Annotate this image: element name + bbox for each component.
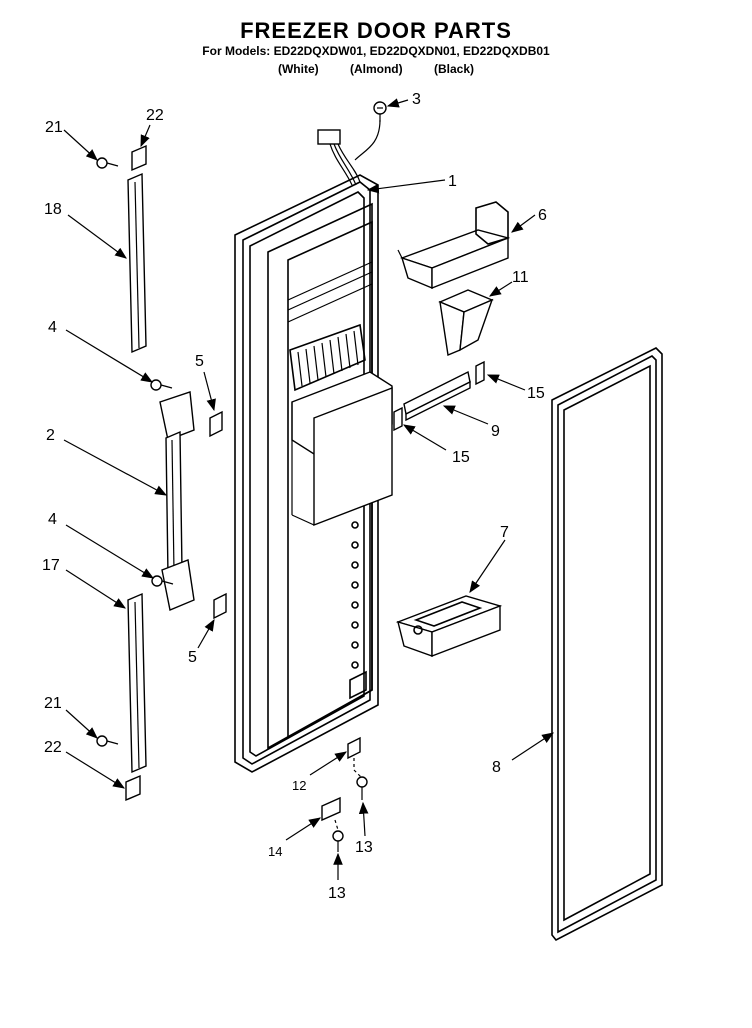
screw-part-21b: [96, 735, 119, 747]
callout-4b: 4: [48, 511, 57, 528]
dispenser-housing: [291, 371, 393, 527]
freezer-door-part: [234, 119, 393, 773]
callout-2: 2: [46, 427, 55, 444]
screw-part-3: [373, 101, 387, 122]
door-bin-part-6: [397, 201, 511, 290]
color-white: (White): [277, 62, 319, 76]
callout-17: 17: [42, 557, 60, 574]
clip-part-5b: [213, 592, 227, 620]
screw-part-13a: [356, 776, 368, 800]
model-list: For Models: ED22DQXDW01, ED22DQXDN01, ED…: [202, 44, 550, 58]
hinge-bracket-part-12: [347, 736, 361, 760]
leader-lines: [63, 98, 555, 880]
color-black: (Black): [433, 62, 474, 76]
page-title: FREEZER DOOR PARTS: [240, 18, 512, 43]
screw-part-4b: [151, 575, 174, 587]
screw-part-4a: [150, 379, 173, 391]
callout-4a: 4: [48, 319, 57, 336]
callout-6: 6: [538, 207, 547, 224]
bottom-handle-trim-part-17: [127, 592, 147, 774]
callout-21b: 21: [44, 695, 62, 712]
clip-part-5a: [209, 410, 223, 438]
door-gasket-part-8: [551, 347, 663, 942]
end-cap-part-15b: [393, 406, 403, 432]
callout-8: 8: [492, 759, 501, 776]
callout-3: 3: [412, 91, 421, 108]
color-list: (White) (Almond) (Black): [0, 62, 752, 76]
door-handle-part-2: [159, 391, 195, 611]
callout-7: 7: [500, 524, 509, 541]
callout-12: 12: [292, 778, 306, 793]
callout-5a: 5: [195, 353, 204, 370]
shelf-rail-holes: [351, 521, 359, 669]
vent-grille: [289, 323, 366, 392]
drip-tray-part-7: [395, 595, 503, 658]
callout-21a: 21: [45, 119, 63, 136]
callout-13b: 13: [328, 885, 346, 902]
screw-part-21a: [96, 157, 119, 169]
callout-15a: 15: [527, 385, 545, 402]
callout-22b: 22: [44, 739, 62, 756]
chute-part-11: [438, 289, 494, 356]
trim-strip-part-9: [403, 370, 471, 422]
callout-22a: 22: [146, 107, 164, 124]
top-handle-trim-part-18: [127, 172, 147, 354]
callout-14: 14: [268, 844, 282, 859]
color-almond: (Almond): [349, 62, 403, 76]
callout-13a: 13: [355, 839, 373, 856]
callout-11: 11: [512, 269, 529, 286]
end-cap-part-15a: [475, 360, 485, 386]
callout-15b: 15: [452, 449, 470, 466]
callout-18: 18: [44, 201, 62, 218]
wiring-harness: [317, 119, 381, 186]
hinge-pin-part-14: [321, 796, 341, 822]
callout-1: 1: [448, 173, 457, 190]
end-cap-part-22a: [131, 144, 147, 172]
end-cap-part-22b: [125, 774, 141, 802]
callout-5b: 5: [188, 649, 197, 666]
screw-part-13b: [332, 830, 344, 852]
callout-9: 9: [491, 423, 500, 440]
